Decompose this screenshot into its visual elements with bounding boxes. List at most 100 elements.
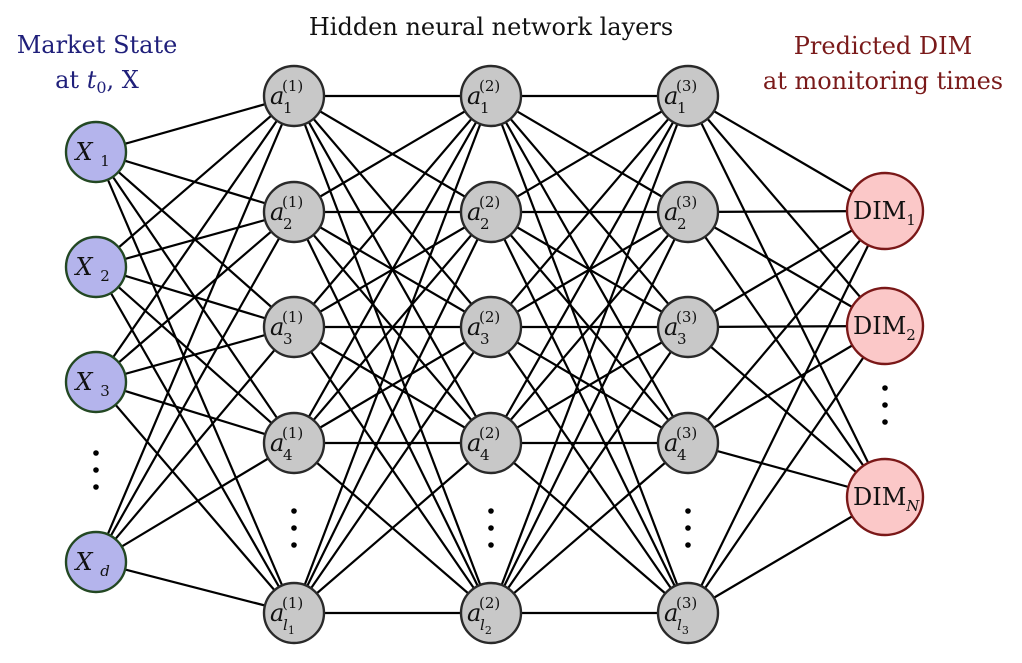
hidden-node-label: a1 xyxy=(664,82,687,117)
hidden-node-label: a4 xyxy=(270,429,293,464)
layer-superscript: (3) xyxy=(676,424,697,442)
connection-l2-3-0 xyxy=(490,95,689,444)
connection-l3-1-2 xyxy=(687,211,886,498)
output-node-4-1: DIM2 xyxy=(845,286,925,366)
connection-l2-4-2 xyxy=(490,326,689,614)
connection-l0-3-4 xyxy=(95,560,295,615)
ellipsis-output-4 xyxy=(882,385,888,425)
connection-l2-4-1 xyxy=(490,211,689,614)
hidden-node-1-1: a2(1) xyxy=(262,180,326,244)
connection-l2-2-0 xyxy=(490,95,689,328)
connection-l0-2-1 xyxy=(95,211,295,383)
hidden-node-label: a2 xyxy=(664,198,687,233)
hidden-node-2-3: a4(2) xyxy=(459,411,523,475)
input-heading-line1: Market State xyxy=(17,31,178,59)
connection-l0-1-4 xyxy=(95,266,295,614)
connections xyxy=(94,94,886,615)
ellipsis-input-0 xyxy=(93,450,99,490)
hidden-node-label: a4 xyxy=(664,429,687,464)
connection-l1-2-0 xyxy=(293,95,492,328)
layer-superscript: (2) xyxy=(479,424,500,442)
connection-l2-1-0 xyxy=(490,95,689,213)
layer-superscript: (3) xyxy=(676,594,697,612)
connection-l0-3-1 xyxy=(95,211,295,563)
hidden-node-label: a3 xyxy=(270,313,293,348)
layer-superscript: (3) xyxy=(676,308,697,326)
hidden-node-label: al3 xyxy=(664,599,689,637)
hidden-node-label: a4 xyxy=(467,429,490,464)
hidden-node-3-1: a2(3) xyxy=(656,180,720,244)
connection-l0-2-0 xyxy=(95,95,295,383)
connection-l2-4-0 xyxy=(489,95,690,614)
output-heading-line2: at monitoring times xyxy=(763,67,1003,95)
connection-l1-3-1 xyxy=(293,211,492,444)
hidden-node-label: al1 xyxy=(270,599,295,637)
hidden-node-2-1: a2(2) xyxy=(459,180,523,244)
hidden-node-label: a3 xyxy=(467,313,490,348)
layer-superscript: (2) xyxy=(479,594,500,612)
connection-l0-3-0 xyxy=(94,95,296,563)
input-heading-line2: at t0, X xyxy=(55,66,139,97)
connection-l0-0-4 xyxy=(94,151,296,614)
hidden-node-3-3: a4(3) xyxy=(656,411,720,475)
connection-l3-4-0 xyxy=(687,210,886,614)
hidden-node-1-5: al1(1) xyxy=(262,581,326,645)
hidden-node-label: a1 xyxy=(270,82,293,117)
hidden-node-2-2: a3(2) xyxy=(459,295,523,359)
connection-l1-4-3 xyxy=(293,442,492,614)
layer-superscript: (1) xyxy=(282,193,303,211)
connection-l1-4-2 xyxy=(293,326,492,614)
ellipsis-hidden-3 xyxy=(685,508,691,548)
layer-superscript: (1) xyxy=(282,77,303,95)
connection-l0-0-0 xyxy=(95,94,295,154)
layer-superscript: (3) xyxy=(676,77,697,95)
layer-superscript: (2) xyxy=(479,308,500,326)
hidden-node-3-0: a1(3) xyxy=(656,64,720,128)
hidden-node-label: al2 xyxy=(467,599,492,637)
hidden-node-3-2: a3(3) xyxy=(656,295,720,359)
hidden-layers-heading: Hidden neural network layers xyxy=(309,13,673,41)
connection-l1-1-0 xyxy=(293,95,492,213)
connection-l1-3-2 xyxy=(293,326,492,444)
layer-superscript: (2) xyxy=(479,193,500,211)
output-node-4-3: DIMN xyxy=(845,457,925,537)
hidden-node-2-0: a1(2) xyxy=(459,64,523,128)
output-node-label: DIMN xyxy=(853,483,920,515)
connection-l3-4-1 xyxy=(687,325,886,614)
hidden-node-2-5: al2(2) xyxy=(459,581,523,645)
layer-superscript: (1) xyxy=(282,594,303,612)
connection-l0-3-3 xyxy=(95,442,295,563)
connection-l2-3-2 xyxy=(490,326,689,444)
layer-superscript: (1) xyxy=(282,424,303,442)
hidden-node-1-3: a4(1) xyxy=(262,411,326,475)
connection-l2-4-3 xyxy=(490,442,689,614)
layer-superscript: (1) xyxy=(282,308,303,326)
output-heading-line1: Predicted DIM xyxy=(794,32,972,60)
connection-l0-1-0 xyxy=(95,95,295,268)
hidden-node-3-5: al3(3) xyxy=(656,581,720,645)
hidden-node-label: a3 xyxy=(664,313,687,348)
headings: Market State at t0, X Hidden neural netw… xyxy=(17,13,1003,97)
hidden-node-label: a2 xyxy=(467,198,490,233)
hidden-node-label: a1 xyxy=(467,82,490,117)
connection-l0-2-2 xyxy=(95,325,295,384)
ellipsis-hidden-1 xyxy=(291,508,297,548)
output-node-label: DIM1 xyxy=(853,197,916,229)
connection-l3-0-2 xyxy=(687,95,886,498)
connection-l1-4-0 xyxy=(292,95,493,614)
connection-l2-3-1 xyxy=(490,211,689,444)
connection-l1-4-1 xyxy=(293,211,492,614)
connection-l0-3-2 xyxy=(95,326,295,563)
hidden-node-1-2: a3(1) xyxy=(262,295,326,359)
output-node-label: DIM2 xyxy=(853,312,916,344)
